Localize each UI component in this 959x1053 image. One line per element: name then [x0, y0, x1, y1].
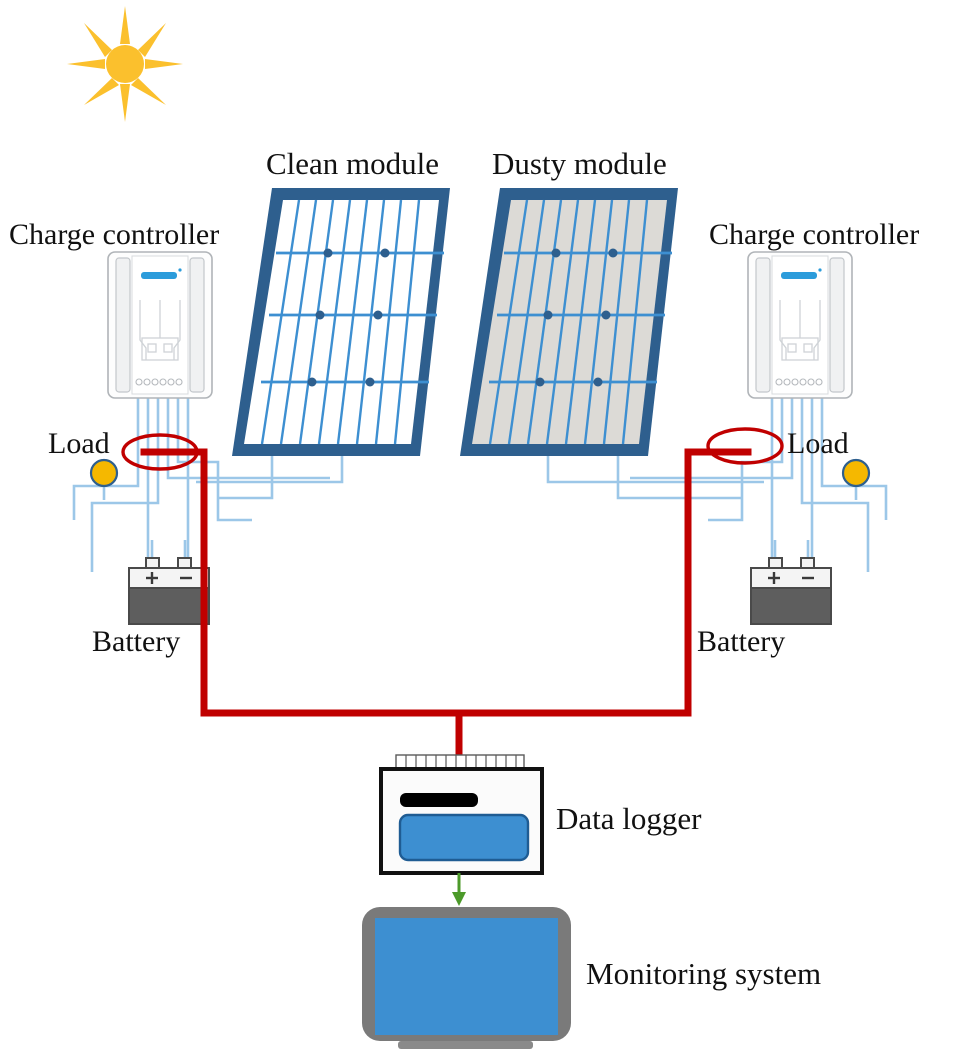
dusty-module-label: Dusty module: [492, 146, 667, 181]
battery-right-label: Battery: [697, 625, 786, 658]
charge-controller-left-label: Charge controller: [9, 218, 220, 251]
load-right-label: Load: [787, 427, 849, 460]
monitor-icon: [362, 907, 571, 1049]
solar-panel-clean-icon: [232, 188, 450, 456]
power-bus-red: [140, 448, 752, 766]
load-left-label: Load: [48, 427, 110, 460]
wiring-right-signal: [546, 398, 888, 572]
green-down-arrow-icon: [452, 873, 466, 906]
data-logger-icon: [379, 754, 544, 875]
red-ellipse-highlight-icon-right: [706, 427, 784, 465]
charge-controller-icon-right: [747, 251, 853, 399]
controller-brand-logo: [141, 268, 182, 279]
battery-left-label: Battery: [92, 625, 181, 658]
sun-icon: [67, 6, 183, 122]
load-lamp-icon-right: [841, 458, 871, 488]
load-lamp-icon-left: [89, 458, 119, 488]
red-ellipse-highlight-icon-left: [121, 433, 199, 471]
data-logger-label: Data logger: [556, 801, 702, 836]
charge-controller-right-label: Charge controller: [709, 218, 920, 251]
charge-controller-icon-left: [107, 251, 213, 399]
battery-icon-right: [750, 557, 832, 625]
solar-panel-dusty-icon: [460, 188, 678, 456]
battery-icon-left: [128, 557, 210, 625]
monitoring-system-label: Monitoring system: [586, 956, 822, 991]
clean-module-label: Clean module: [266, 146, 440, 181]
controller-brand-logo: [781, 268, 822, 279]
